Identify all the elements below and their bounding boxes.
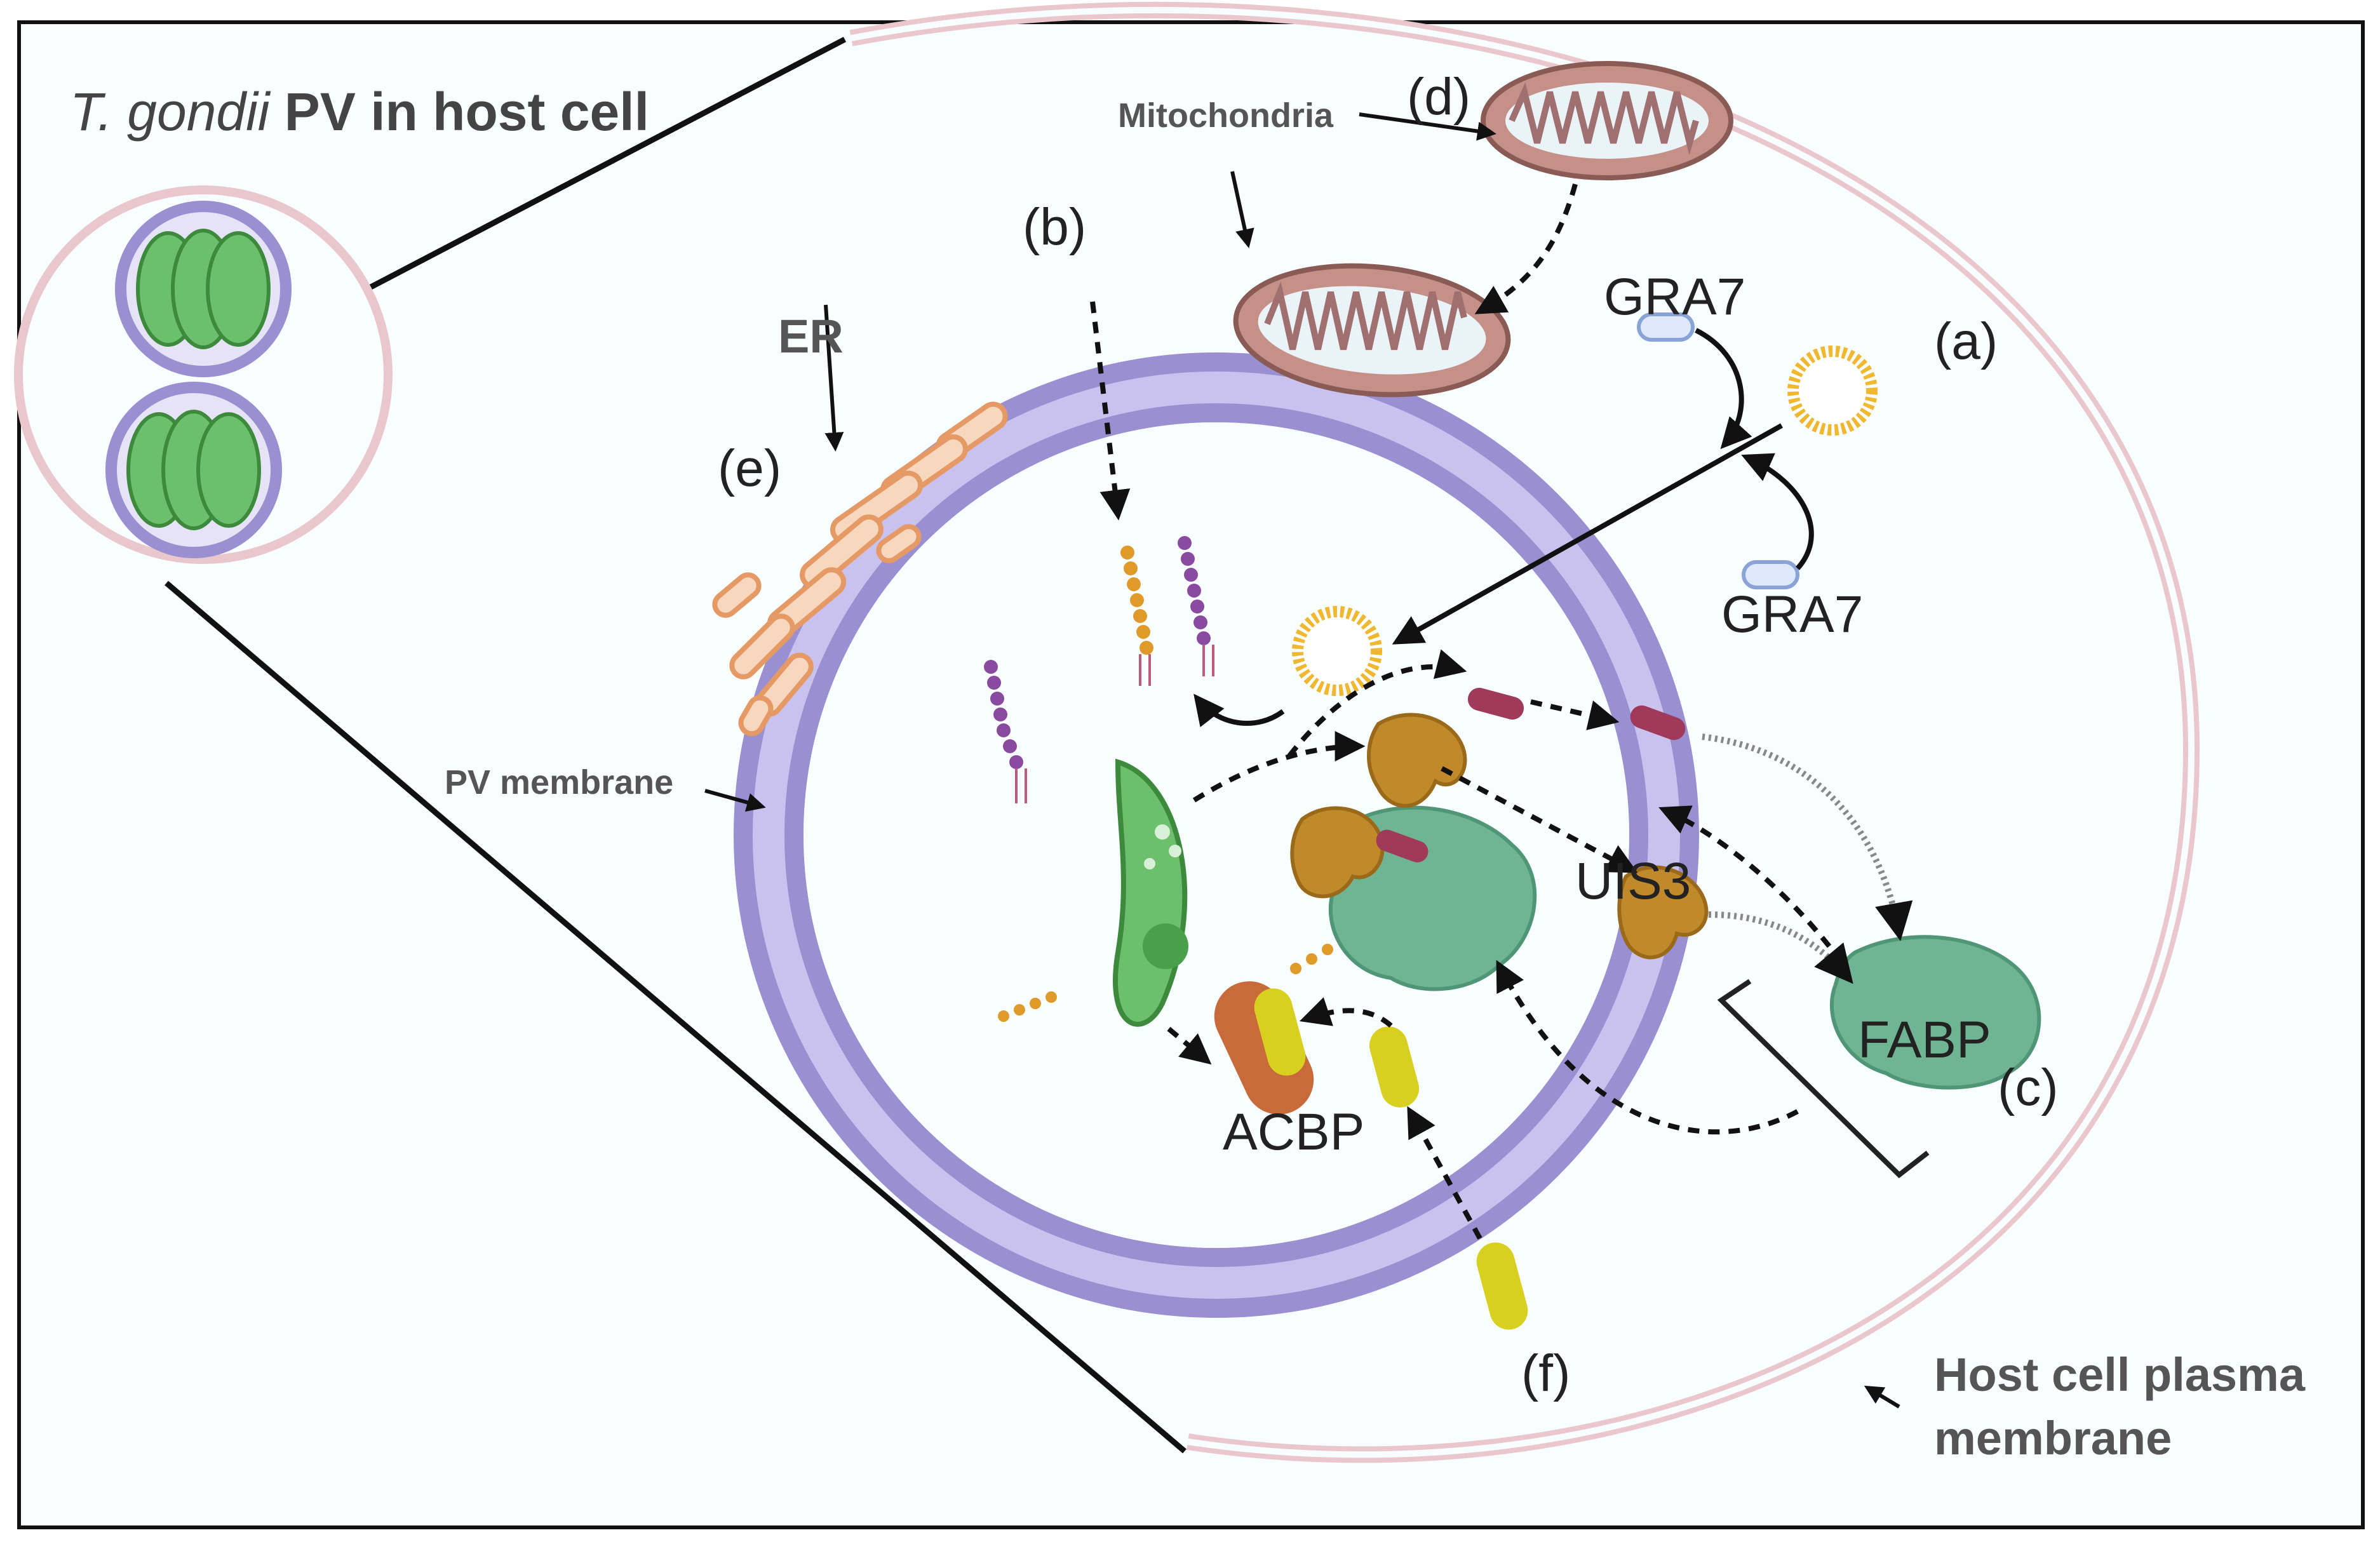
parasite: [1113, 758, 1188, 1027]
label-host-membrane-2: membrane: [1934, 1412, 2172, 1465]
protein-orange-top: [1367, 713, 1467, 808]
lipid-red-1: [1467, 688, 1524, 720]
mitochondrion-top: [1481, 61, 1733, 180]
fatty-acid-outer: [1476, 1242, 1528, 1330]
zoom-line-bottom: [165, 580, 1187, 1454]
pv-membrane-ring: [734, 352, 1699, 1318]
protein-orange-middle: [1290, 806, 1385, 899]
inset-vacuole-top: [115, 201, 292, 377]
title-rest: PV in host cell: [269, 82, 649, 142]
endoplasmic-reticulum: [712, 401, 1008, 737]
panel-label-d: (d): [1407, 68, 1470, 126]
mitochondrion-bottom: [1233, 263, 1511, 398]
solid-arrows: [704, 112, 1900, 1409]
dashed-arrows: [1090, 183, 1832, 1240]
fabp-protein: [1829, 935, 2041, 1090]
label-fabp: FABP: [1858, 1011, 1991, 1069]
label-mitochondria: Mitochondria: [1118, 97, 1334, 135]
lipid-tails: [1015, 645, 1214, 803]
label-host-membrane-1: Host cell plasma: [1934, 1348, 2306, 1401]
protein-orange-uis3: [1617, 865, 1709, 960]
lipid-chain-purple-2: [984, 660, 1023, 769]
lipid-chain-orange: [1120, 546, 1153, 655]
vesicle-outside: [1787, 345, 1878, 436]
title-italic: T. gondii: [70, 82, 271, 142]
label-acbp: ACBP: [1223, 1103, 1364, 1161]
gra7-protein-top: [1637, 312, 1695, 342]
vesicle-inside: [1292, 606, 1382, 696]
panel-label-b: (b): [1023, 198, 1086, 256]
label-pv-membrane: PV membrane: [445, 763, 673, 801]
panel-label-a: (a): [1934, 312, 1998, 370]
label-uis3: UIS3: [1575, 852, 1691, 910]
label-gra7-bottom: GRA7: [1721, 586, 1863, 643]
dotted-arrows: [1702, 734, 1913, 984]
lipid-red-3: [1376, 829, 1429, 862]
panel-label-c: (c): [1998, 1059, 2059, 1116]
panel-label-e: (e): [718, 439, 781, 497]
label-gra7-top: GRA7: [1604, 268, 1745, 326]
acbp-protein: [1214, 981, 1314, 1115]
inset-vacuole-bottom: [105, 382, 282, 558]
gra7-protein-bottom: [1742, 560, 1799, 589]
fatty-acid-inner: [1369, 1026, 1420, 1108]
lipid-red-2: [1630, 705, 1686, 741]
fatty-acid-bound: [1254, 988, 1306, 1076]
label-er: ER: [778, 310, 844, 363]
panel-label-f: (f): [1521, 1344, 1570, 1402]
figure-title: T. gondii PV in host cell: [70, 82, 649, 142]
lipid-chain-purple-1: [1178, 536, 1211, 645]
fabp-bracket: [1717, 979, 1930, 1179]
inset-host-cell: [14, 185, 393, 564]
